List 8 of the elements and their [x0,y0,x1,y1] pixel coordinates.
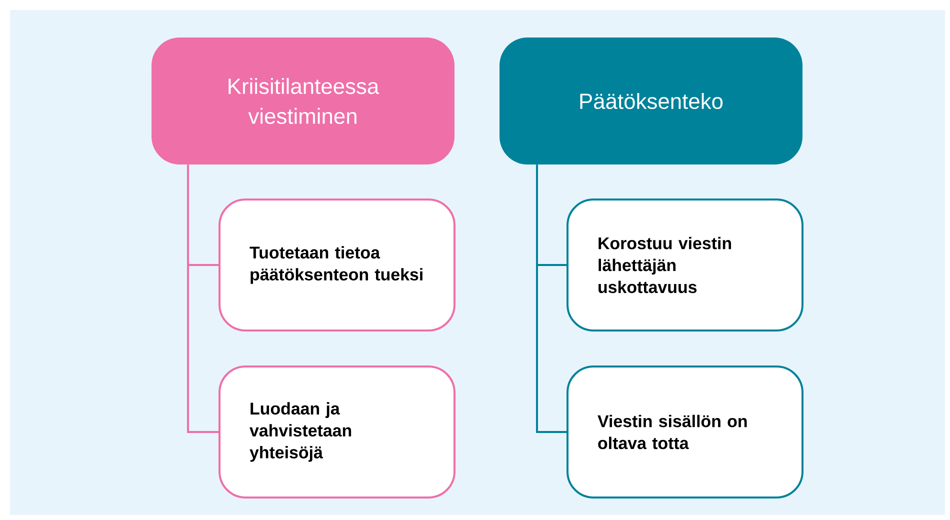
connector-line [187,164,218,433]
text-box: Korostuu viestin lähettäjän uskottavuus [566,198,804,332]
connector-line [536,164,566,433]
text-box: Luodaan ja vahvistetaan yhteisöjä [218,366,456,498]
heading-box: Kriisitilanteessa viestiminen [152,38,454,164]
text-box: Viestin sisällön on oltava totta [566,366,804,498]
heading-box: Päätöksenteko [500,38,802,164]
text-box: Tuotetaan tietoa päätöksenteon tueksi [218,198,456,332]
